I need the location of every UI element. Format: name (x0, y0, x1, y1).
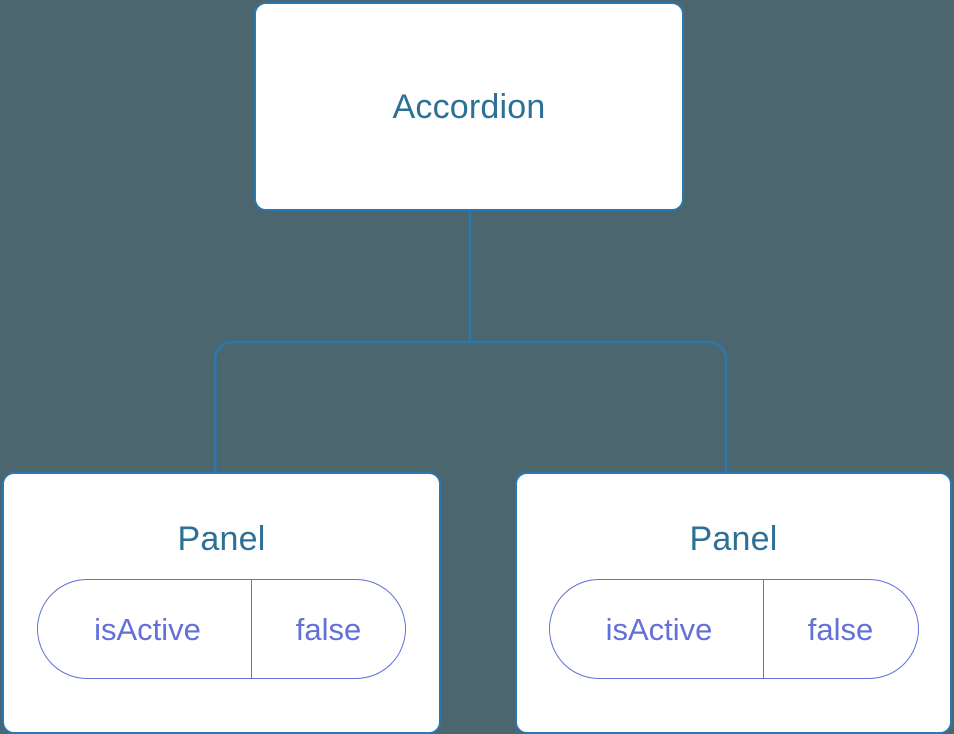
node-panel-0-state-value: false (295, 611, 362, 647)
node-panel-0[interactable]: Panel isActive false (2, 472, 441, 734)
node-panel-1-state-key: isActive (550, 580, 764, 678)
node-panel-1-state-badge: isActive false (548, 579, 919, 679)
node-accordion-title: Accordion (392, 87, 546, 126)
node-panel-1[interactable]: Panel isActive false (515, 472, 952, 734)
edge-accordion-to-panel-1 (470, 340, 728, 474)
node-accordion[interactable]: Accordion (254, 2, 684, 211)
node-panel-0-state-badge: isActive false (37, 579, 406, 679)
node-panel-1-title: Panel (689, 520, 778, 558)
node-panel-0-state-key: isActive (38, 580, 252, 678)
node-panel-1-state-value: false (807, 611, 874, 647)
edge-accordion-to-panel-0 (213, 340, 470, 474)
node-panel-0-title: Panel (177, 520, 266, 558)
